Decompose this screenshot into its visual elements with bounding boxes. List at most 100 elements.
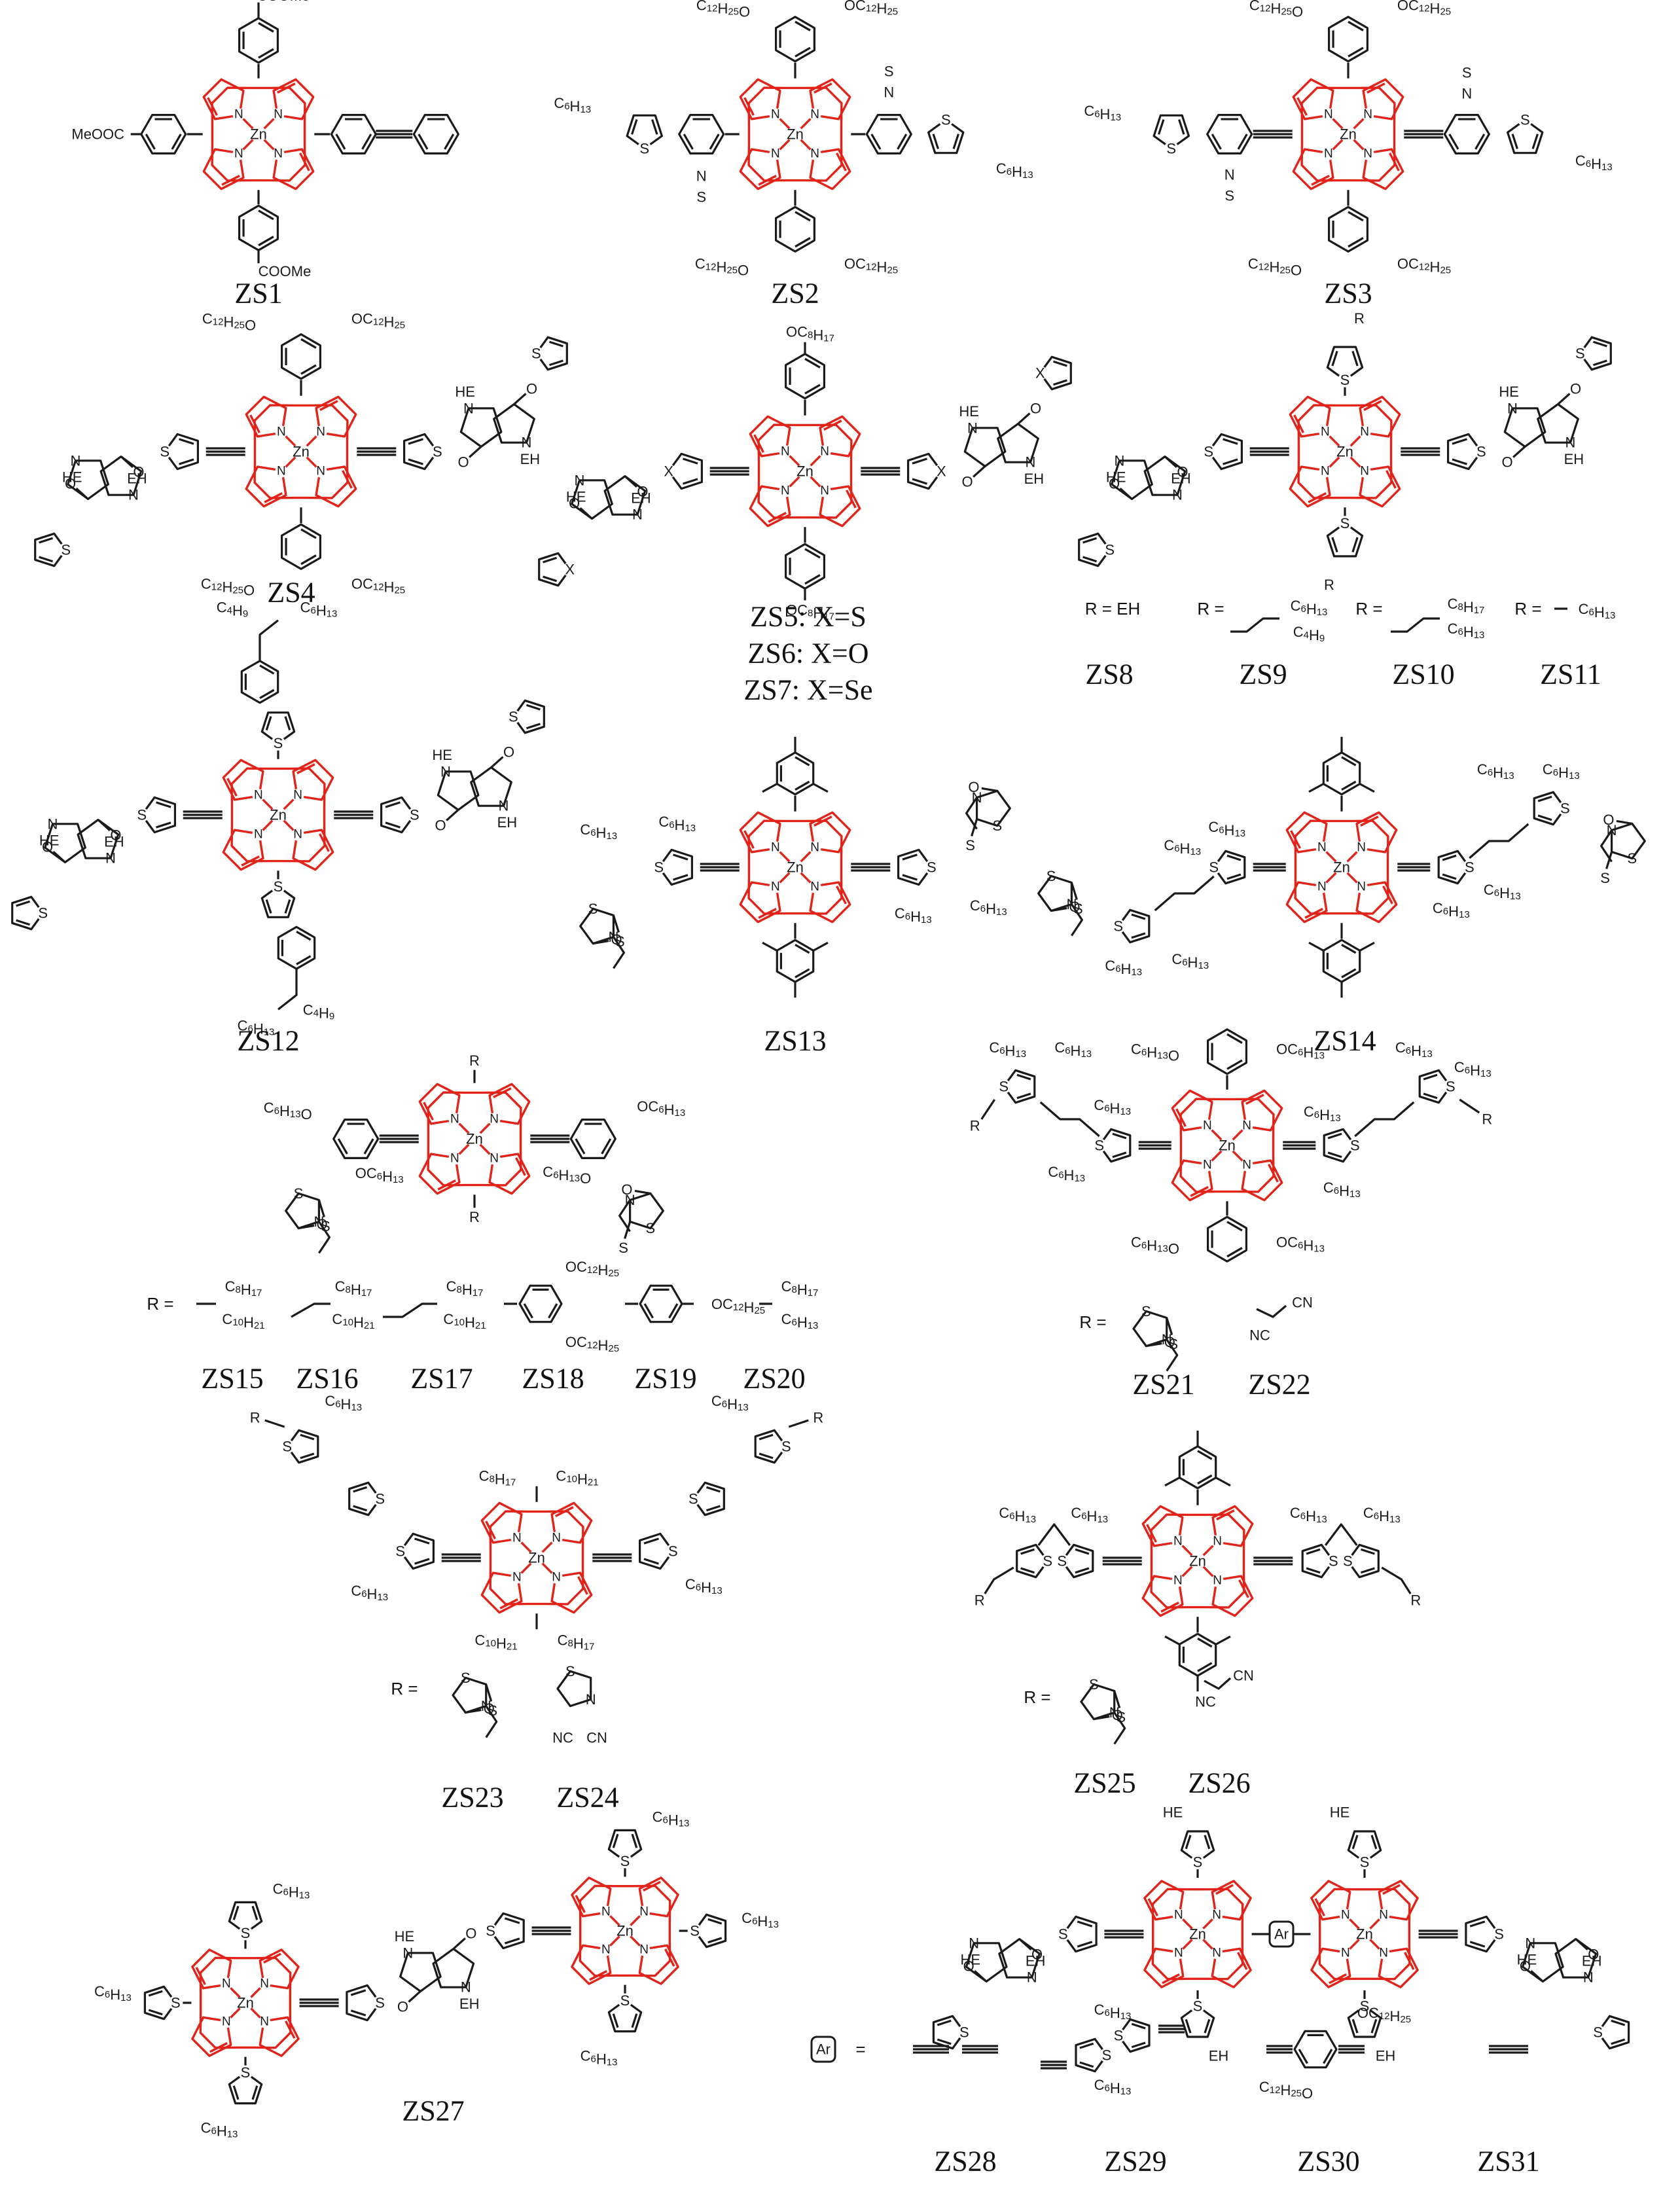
atom-mask — [1326, 1554, 1341, 1568]
dpp-ring — [963, 427, 1007, 468]
bond — [16, 919, 31, 926]
pyrrole-ring — [245, 395, 287, 438]
substituent-label: C6H13 — [1094, 1097, 1131, 1117]
atom-mask — [1338, 372, 1352, 387]
bond — [804, 357, 821, 368]
thiophene-ring — [1039, 355, 1072, 391]
sulfur-atom: S — [137, 807, 147, 823]
bond — [1348, 46, 1364, 58]
compound-label-zs27: ZS27 — [402, 2095, 464, 2127]
atom-label: O — [968, 779, 979, 795]
alkyl-label: HE — [455, 384, 475, 400]
atom-mask — [687, 1924, 702, 1938]
substituent-label: C10H21 — [332, 1311, 374, 1331]
bond — [575, 1895, 586, 1913]
alkyl-label: EH — [1582, 1953, 1602, 1969]
substituent-label: C6H13 — [1105, 958, 1142, 978]
thiophene-ring — [638, 1532, 674, 1570]
nitrogen-atom: N — [1324, 147, 1333, 161]
chain — [1154, 875, 1215, 912]
atom-mask — [1111, 2028, 1126, 2043]
substituent-label: C8H17 — [558, 1632, 595, 1652]
atom-mask — [1340, 1554, 1355, 1568]
bond — [120, 456, 134, 468]
bond — [195, 1967, 206, 1985]
atom-mask — [1056, 1927, 1071, 1941]
bond — [643, 1558, 659, 1565]
nitrogen-atom: N — [1026, 454, 1036, 471]
bond — [469, 446, 482, 458]
bond — [1079, 2061, 1094, 2068]
atom-mask — [258, 2015, 271, 2028]
bond — [97, 819, 111, 831]
thiophene-ring — [1418, 1069, 1452, 1104]
oxygen-atom: O — [435, 817, 446, 833]
substituent-label: OC6H13 — [637, 1098, 685, 1119]
bond — [282, 799, 295, 811]
nitrogen-atom: N — [1242, 1119, 1251, 1132]
compound-label-zs11: ZS11 — [1540, 658, 1601, 691]
pyrrole-ring — [1292, 148, 1334, 190]
substituent-label: C6H13 — [1171, 951, 1209, 971]
chain — [383, 1302, 437, 1318]
benzene-ring — [1206, 1028, 1248, 1075]
bond — [592, 940, 609, 945]
bond — [1202, 1545, 1214, 1557]
atom-mask — [1462, 860, 1477, 874]
bond — [1605, 852, 1613, 869]
nitrogen-atom: N — [316, 425, 325, 439]
substituent-label: C12H25O — [695, 255, 749, 278]
atom-mask — [1201, 444, 1216, 459]
bond — [1442, 873, 1457, 880]
atom-label: S — [321, 1218, 331, 1234]
sulfur-atom: S — [1058, 1926, 1068, 1943]
sulfur-atom: S — [1094, 1138, 1104, 1154]
benzene-ring — [281, 333, 321, 380]
atom-mask — [637, 1943, 651, 1956]
substituent-label: C6H13 — [325, 1393, 362, 1413]
chain — [264, 1419, 285, 1428]
bond — [145, 134, 156, 150]
zinc-atom: Zn — [270, 807, 287, 823]
sulfur-atom: S — [941, 112, 951, 128]
nitrogen-atom: N — [601, 1943, 611, 1957]
chain — [618, 1199, 631, 1232]
bond — [284, 899, 291, 914]
bond — [643, 1537, 659, 1545]
substituent-label: C8H17 — [781, 1278, 819, 1299]
compound-label-zs16: ZS16 — [296, 1363, 358, 1395]
sulfur-atom: S — [1340, 372, 1350, 388]
bond — [1131, 932, 1146, 939]
substituent-label: OC12H25 — [565, 1259, 619, 1279]
bond — [1223, 458, 1238, 465]
porphyrin-macrocycle — [747, 86, 843, 182]
atom-mask — [510, 1571, 524, 1584]
atom-mask — [1111, 919, 1126, 933]
pyrrole-ring — [1355, 881, 1398, 924]
bond — [1442, 854, 1457, 861]
oxygen-atom: O — [526, 381, 537, 397]
sulfur-atom: S — [654, 859, 664, 876]
bond — [490, 756, 504, 768]
bond — [799, 851, 812, 863]
zinc-atom: Zn — [1219, 1138, 1236, 1154]
substituent-label: OC12H25 — [711, 1296, 765, 1316]
atom-mask — [617, 1923, 633, 1939]
atom-mask — [134, 808, 149, 822]
substituent-label: OC12H25 — [351, 310, 405, 331]
substituent-label: C12H25O — [1259, 2079, 1313, 2102]
bond — [1368, 1938, 1380, 1950]
pyrrole-ring — [1211, 1880, 1252, 1921]
atom-mask — [1558, 801, 1573, 816]
bond — [1131, 2041, 1146, 2049]
substituent-label: C6H13 — [999, 1505, 1036, 1525]
pyrrole-ring — [1289, 465, 1331, 508]
bond — [799, 871, 812, 884]
atom-label: S — [1089, 1676, 1099, 1693]
bond — [520, 1562, 533, 1574]
nitrogen-atom: N — [1321, 465, 1330, 478]
nitrogen-atom: N — [552, 1531, 561, 1545]
